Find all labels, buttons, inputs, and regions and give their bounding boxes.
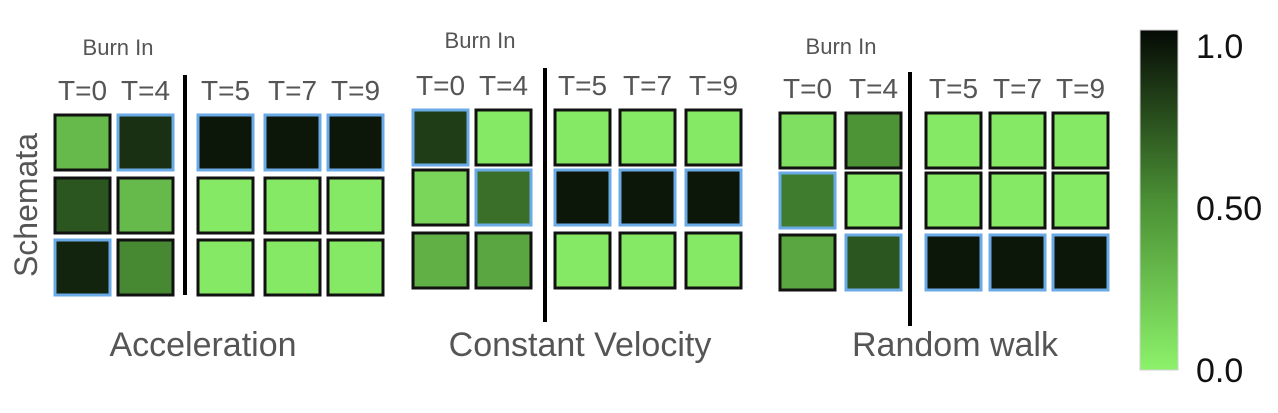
heatmap-cell — [53, 238, 112, 297]
burn-in-label: Burn In — [445, 28, 516, 53]
heatmap-cell — [116, 176, 175, 235]
heatmap-cell — [474, 108, 533, 167]
heatmap-cell — [196, 113, 255, 172]
heatmap-cell — [263, 176, 322, 235]
heatmap-cell — [844, 111, 903, 170]
heatmap-cell — [411, 108, 470, 167]
panel-title: Random walk — [852, 326, 1059, 364]
heatmap-cell — [1051, 111, 1110, 170]
heatmap-cell — [53, 113, 112, 172]
colorbar-tick-label: 1.0 — [1196, 28, 1243, 66]
heatmap-cell — [844, 233, 903, 292]
heatmap-cell — [196, 176, 255, 235]
heatmap-cell — [924, 111, 983, 170]
heatmap-cell — [924, 171, 983, 230]
heatmap-cell — [553, 231, 612, 290]
colorbar-ramp — [1139, 29, 1179, 371]
heatmap-cell — [684, 231, 743, 290]
panel-title: Constant Velocity — [449, 326, 712, 364]
y-axis-label: Schemata — [8, 133, 44, 277]
column-label: T=9 — [689, 70, 738, 101]
heatmap-cell — [116, 238, 175, 297]
heatmap-cell — [53, 176, 112, 235]
heatmap-cell — [553, 108, 612, 167]
column-label: T=9 — [331, 75, 380, 106]
heatmap-cell — [924, 233, 983, 292]
heatmap-cell — [684, 108, 743, 167]
heatmap-cell — [618, 108, 677, 167]
heatmap-cell — [553, 168, 612, 227]
burn-in-label: Burn In — [806, 34, 877, 59]
column-label: T=5 — [929, 73, 978, 104]
heatmap-cell — [778, 233, 837, 292]
heatmap-cell — [411, 168, 470, 227]
column-label: T=0 — [783, 73, 832, 104]
column-label: T=4 — [849, 73, 898, 104]
heatmap-cell — [778, 111, 837, 170]
heatmap-cell — [684, 168, 743, 227]
heatmap-cell — [1051, 233, 1110, 292]
column-label: T=0 — [416, 70, 465, 101]
panel-title: Acceleration — [109, 326, 296, 364]
column-label: T=7 — [268, 75, 317, 106]
heatmap-cell — [988, 171, 1047, 230]
heatmap-cell — [326, 238, 385, 297]
column-label: T=7 — [623, 70, 672, 101]
heatmap-cell — [778, 171, 837, 230]
column-label: T=9 — [1056, 73, 1105, 104]
heatmap-cell — [263, 238, 322, 297]
heatmap-cell — [844, 171, 903, 230]
heatmap-cell — [988, 233, 1047, 292]
column-label: T=4 — [479, 70, 528, 101]
column-label: T=5 — [201, 75, 250, 106]
heatmap-cell — [411, 231, 470, 290]
heatmap-cell — [988, 111, 1047, 170]
heatmap-cell — [618, 231, 677, 290]
colorbar: 1.0 0.50 0.0 — [1139, 28, 1262, 390]
heatmap-cell — [1051, 171, 1110, 230]
heatmap-cell — [116, 113, 175, 172]
heatmap-cell — [474, 168, 533, 227]
column-label: T=0 — [58, 75, 107, 106]
colorbar-tick-label: 0.50 — [1196, 190, 1262, 228]
heatmap-cell — [326, 113, 385, 172]
burn-in-label: Burn In — [83, 35, 154, 60]
colorbar-tick-label: 0.0 — [1196, 352, 1243, 390]
column-label: T=7 — [993, 73, 1042, 104]
column-label: T=4 — [121, 75, 170, 106]
heatmap-cell — [263, 113, 322, 172]
column-label: T=5 — [558, 70, 607, 101]
heatmap-cell — [196, 238, 255, 297]
heatmap-cell — [326, 176, 385, 235]
heatmap-cell — [474, 231, 533, 290]
heatmap-cell — [618, 168, 677, 227]
